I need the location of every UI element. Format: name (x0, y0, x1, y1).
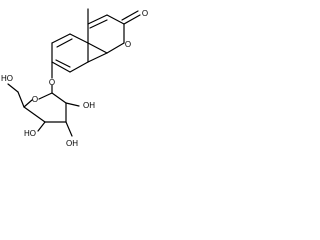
hydroxyl-c2-label: OH (83, 101, 95, 110)
bond-lines (7, 8, 141, 137)
bond-c5-ringo (23, 99, 33, 108)
canvas-background (0, 0, 157, 160)
hydroxyl-c3-label: OH (66, 139, 78, 148)
bond-c4-c5 (23, 106, 46, 123)
bond-c6-oh (7, 83, 19, 93)
bond-o1-c8a (106, 42, 125, 54)
bond-c3-oh (65, 121, 73, 137)
atom-labels: O O O O HO HO OH OH (1, 9, 148, 148)
bond-c8-c8a (69, 61, 89, 73)
bond-c1-c2 (51, 92, 67, 104)
bond-c4-c3-double (89, 19, 108, 29)
bond-c1-ringo (38, 92, 53, 100)
bond-c8a-c4a (87, 42, 108, 54)
bond-c2-oh (65, 102, 80, 107)
bond-carbonyl-double (121, 10, 139, 21)
bond-c7-c8-double (55, 59, 71, 68)
carbonyl-oxygen-label: O (142, 9, 148, 18)
bond-c3-c2 (106, 14, 125, 25)
bond-carbonyl (123, 14, 141, 25)
bond-c4-oh (37, 121, 46, 132)
bond-c5-c6-double (56, 38, 73, 48)
ring-oxygen-label: O (125, 40, 131, 49)
hydroxyl-c4-label: HO (24, 129, 36, 138)
bond-c7-c8 (51, 61, 71, 73)
bond-ring-fusion (87, 52, 108, 63)
glycosidic-oxygen-label: O (49, 78, 55, 87)
bond-c4a-c5 (69, 33, 89, 44)
hydroxyl-c6-label: HO (1, 74, 13, 83)
bond-c4-c3 (87, 14, 108, 25)
chemical-structure-diagram: O O O O HO HO OH OH (0, 0, 157, 160)
sugar-ring-oxygen-label: O (32, 95, 38, 104)
bond-c5-c6 (17, 91, 25, 108)
bond-c5-c6 (51, 33, 71, 44)
